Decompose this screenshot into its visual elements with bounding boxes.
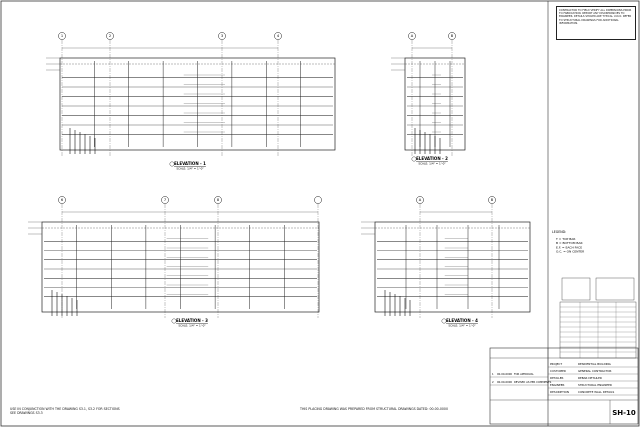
- view-scale: SCALE: 1/4" = 1'-0": [448, 324, 476, 328]
- legend-title: LEGEND:: [552, 230, 566, 234]
- title-block-value: RESIDENTIAL BUILDING: [578, 362, 611, 366]
- view-title: ELEVATION - 1: [174, 161, 206, 166]
- grid-bubble: [218, 32, 226, 40]
- revision-date: 00-00-0000: [497, 372, 512, 376]
- grid-bubble: [58, 196, 66, 204]
- title-block-value: STRUCTURAL ENGINEER: [578, 383, 612, 387]
- legend-item: O.C. = ON CENTER: [556, 250, 584, 254]
- sheet-number: SH-10: [612, 409, 636, 417]
- title-block-value: REBAR DETAILER: [578, 376, 602, 380]
- grid-label: B: [491, 198, 494, 202]
- grid-label: 6: [61, 198, 64, 202]
- footnote-left-text: USE IN CONJUNCTION WITH THE DRAWING S3.1…: [10, 407, 120, 415]
- grid-label: 7: [164, 198, 166, 202]
- revision-desc: FOR APPROVAL: [514, 372, 534, 376]
- footnote-left: USE IN CONJUNCTION WITH THE DRAWING S3.1…: [10, 407, 120, 415]
- legend-item: T = TOP BAR: [555, 237, 575, 241]
- footnote-center: THIS PLACING DRAWING WAS PREPARED FROM S…: [300, 407, 470, 412]
- grid-label: A: [419, 198, 422, 202]
- grid-bubble: [274, 32, 282, 40]
- view-scale: SCALE: 1/4" = 1'-0": [178, 324, 206, 328]
- grid-bubble: [214, 196, 222, 204]
- title-block-value: CONCRETE WALL DETAILS: [578, 390, 615, 394]
- legend-item: B = BOTTOM BAR: [556, 241, 583, 245]
- title-block-label: PROJECT: [550, 362, 562, 366]
- revision-desc: REVISED AS PER COMMENTS: [514, 380, 552, 384]
- grid-bubble: [448, 32, 456, 40]
- title-block-label: DESCRIPTION: [550, 390, 569, 394]
- general-note-text: CONTRACTOR TO FIELD VERIFY ALL DIMENSION…: [559, 9, 632, 25]
- grid-bubble: [58, 32, 66, 40]
- legend-item: E.F. = EACH FACE: [556, 245, 582, 249]
- revision-date: 00-00-0000: [497, 380, 512, 384]
- view-title: ELEVATION - 2: [416, 156, 448, 161]
- grid-label: B: [451, 34, 454, 38]
- view-title: ELEVATION - 3: [176, 318, 208, 323]
- title-block-label: CUSTOMER: [550, 369, 566, 373]
- general-notes-box: CONTRACTOR TO FIELD VERIFY ALL DIMENSION…: [556, 6, 636, 40]
- title-block-label: ENGINEER: [550, 383, 564, 387]
- grid-bubble: [161, 196, 169, 204]
- grid-label: 3: [221, 34, 223, 38]
- title-block-label: DETAILER: [550, 376, 563, 380]
- footnote-center-text: THIS PLACING DRAWING WAS PREPARED FROM S…: [300, 407, 448, 411]
- grid-bubble: [408, 32, 416, 40]
- revision-no: 2: [492, 380, 494, 384]
- grid-label: 1: [61, 34, 63, 38]
- view-scale: SCALE: 1/4" = 1'-0": [176, 167, 204, 171]
- grid-label: 4: [277, 34, 280, 38]
- view-scale: SCALE: 1/4" = 1'-0": [418, 162, 446, 166]
- title-block: PROJECT RESIDENTIAL BUILDING CUSTOMER GENER…: [489, 347, 639, 425]
- view-title: ELEVATION - 4: [446, 318, 478, 323]
- title-block-value: GENERAL CONTRACTOR: [578, 369, 611, 373]
- grid-label: 8: [217, 198, 220, 202]
- grid-bubble: [314, 196, 322, 204]
- grid-label: A: [411, 34, 414, 38]
- grid-bubble: [106, 32, 114, 40]
- grid-bubble: [416, 196, 424, 204]
- revision-no: 1: [492, 372, 494, 376]
- grid-label: 2: [109, 34, 111, 38]
- grid-bubble: [488, 196, 496, 204]
